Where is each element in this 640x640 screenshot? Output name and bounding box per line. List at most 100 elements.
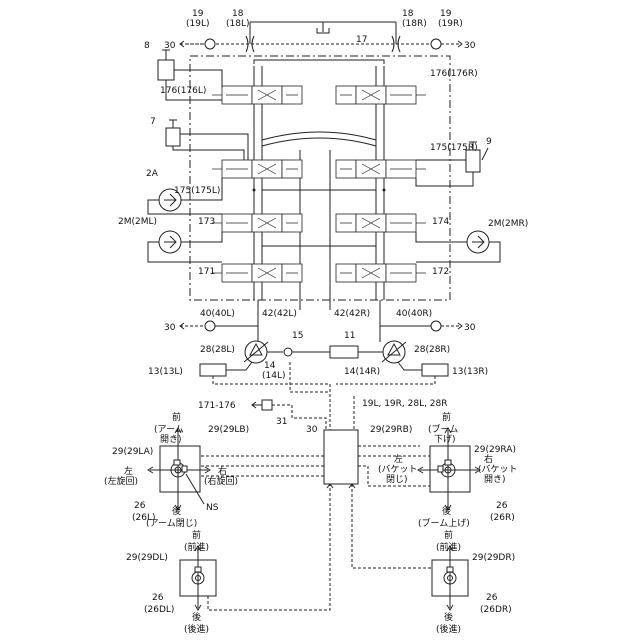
sensor-29LA	[174, 460, 180, 465]
pressure-sensor-19L	[205, 39, 215, 49]
label-lever-29DL: 29(29DL)	[126, 553, 168, 563]
label-19R: (19R)	[438, 19, 463, 29]
label-dr-reverse: (後進)	[436, 623, 461, 635]
label-lever-29DR: 29(29DR)	[472, 553, 515, 563]
label-arm-open-1: (アーム	[154, 424, 184, 435]
operating-lever-26R: 前 (ブーム 下げ) 29(29RB) 29(29RA) 左 (バケット 閉じ)…	[370, 411, 518, 529]
valve-172	[336, 264, 426, 282]
label-dl-front: 前	[192, 529, 201, 541]
valve-176R	[336, 86, 426, 104]
sensor-29RB	[438, 466, 443, 472]
label-11: 11	[344, 331, 355, 341]
label-left: 左	[124, 465, 133, 477]
label-42L: 42(42L)	[262, 309, 297, 319]
label-right-swing: (右旋回)	[204, 475, 238, 487]
label-30-controller: 30	[306, 425, 318, 435]
valve-175L	[212, 160, 302, 178]
pressure-sensor-19R	[431, 39, 441, 49]
label-40R: 40(40R)	[396, 309, 432, 319]
label-18L: (18L)	[226, 19, 250, 29]
label-175R: 175(175R)	[430, 143, 478, 153]
label-signals: 19L, 19R, 28L, 28R	[362, 399, 448, 409]
label-2ML: 2M(2ML)	[118, 217, 157, 227]
right-valve-column	[336, 66, 426, 300]
label-r-left: 左	[394, 453, 403, 465]
label-18R: (18R)	[402, 19, 427, 29]
label-9: 9	[486, 137, 492, 147]
label-boom-down-2: 下げ)	[434, 434, 456, 445]
label-lever-29RB: 29(29RB)	[370, 425, 412, 435]
label-175L: 175(175L)	[174, 186, 220, 196]
actuator-7: 7	[150, 117, 248, 160]
label-173: 173	[198, 217, 215, 227]
label-2MR: 2M(2MR)	[488, 219, 528, 229]
valve-171	[212, 264, 302, 282]
label-dl-forward: (前進)	[184, 541, 209, 553]
label-bucket-open-2: 開き)	[484, 474, 506, 485]
valve-176L	[212, 86, 302, 104]
label-31: 31	[276, 417, 287, 427]
label-14: 14	[264, 361, 276, 371]
label-7: 7	[150, 117, 156, 127]
label-r-right: 右	[484, 453, 493, 465]
label-18-right: 18	[402, 9, 414, 19]
label-boom-down-1: (ブーム	[428, 423, 458, 435]
label-left-back: 後	[172, 505, 181, 517]
label-30-a: 30	[164, 323, 176, 333]
label-bucket-open-1: (バケット	[478, 464, 518, 475]
label-172: 172	[432, 267, 449, 277]
valve-173	[212, 214, 302, 232]
label-40L: 40(40L)	[200, 309, 235, 319]
engine-11	[330, 346, 358, 358]
label-30-b: 30	[464, 323, 476, 333]
label-26DR: (26DR)	[480, 605, 512, 615]
label-right-front: 前	[442, 411, 451, 423]
label-r-back: 後	[442, 505, 451, 517]
label-174: 174	[432, 217, 449, 227]
label-dl-reverse: (後進)	[184, 623, 209, 635]
label-42R: 42(42R)	[334, 309, 370, 319]
label-dr-back: 後	[444, 611, 453, 623]
label-lever-29LB: 29(29LB)	[208, 425, 249, 435]
label-18: 18	[232, 9, 244, 19]
label-left-front: 前	[172, 411, 181, 423]
pressure-sensor-28L	[205, 321, 215, 331]
label-176R: 176(176R)	[430, 69, 478, 79]
label-26L: (26L)	[132, 513, 156, 523]
sensor-29DR	[447, 567, 453, 572]
label-bucket-close-1: (バケット	[378, 464, 418, 475]
component-15	[284, 348, 292, 356]
label-right: 右	[218, 465, 227, 477]
label-26-dr: 26	[486, 593, 498, 603]
label-14L: (14L)	[262, 371, 286, 381]
label-176L: 176(176L)	[160, 86, 206, 96]
label-28R: 28(28R)	[414, 345, 450, 355]
label-19: 19	[192, 9, 204, 19]
label-dr-front: 前	[444, 529, 453, 541]
label-17: 17	[356, 35, 367, 45]
top-section: 19 (19L) 18 (18L) 18 (18R) 19 (19R) 30 3…	[164, 9, 476, 52]
valve-174	[336, 214, 426, 232]
label-171-176: 171-176	[198, 401, 236, 411]
sensor-29RA	[445, 460, 451, 465]
label-left-swing: (左旋回)	[104, 475, 138, 487]
solenoid-31	[262, 400, 272, 410]
label-lever-29RA: 29(29RA)	[474, 445, 516, 455]
label-14R: 14(14R)	[344, 367, 380, 377]
label-26-right: 26	[496, 501, 508, 511]
label-lever-29LA: 29(29LA)	[112, 447, 153, 457]
label-26-left: 26	[134, 501, 146, 511]
label-13L: 13(13L)	[148, 367, 183, 377]
label-dr-forward: (前進)	[436, 541, 461, 553]
travel-lever-26DR: 前 (前進) 29(29DR) 後 (後進) 26 (26DR)	[432, 529, 515, 635]
label-arm-open-2: 開き)	[160, 434, 182, 445]
label-bucket-close-2: 閉じ)	[386, 474, 408, 485]
label-controller-30-right: 30	[464, 41, 476, 51]
regulator-13L	[200, 364, 226, 376]
label-26-dl: 26	[152, 593, 164, 603]
controller-30	[324, 430, 358, 484]
label-15: 15	[292, 331, 303, 341]
sensor-29DL	[195, 567, 201, 572]
label-19-right: 19	[440, 9, 452, 19]
label-26DL: (26DL)	[144, 605, 174, 615]
